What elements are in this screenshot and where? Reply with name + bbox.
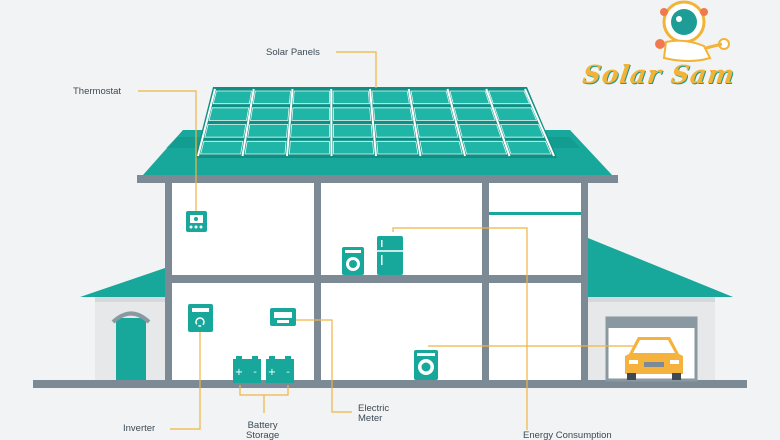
solar-panel-cell bbox=[332, 107, 372, 121]
callout-meter bbox=[296, 319, 352, 413]
solar-panel-cell bbox=[374, 124, 416, 138]
callout-thermostat bbox=[138, 90, 197, 212]
battery-minus-right: - bbox=[286, 367, 290, 378]
thermostat-device bbox=[186, 211, 207, 232]
solar-panel-frame bbox=[446, 88, 466, 157]
solar-panel-frame bbox=[485, 88, 511, 157]
solar-panel-cell bbox=[488, 90, 531, 105]
ground-line bbox=[33, 380, 747, 388]
solar-panel-frame bbox=[241, 88, 255, 157]
label-thermostat: Thermostat bbox=[73, 86, 122, 97]
solar-panel-cell bbox=[376, 140, 419, 155]
battery-plus-left: + bbox=[235, 367, 243, 378]
solar-panel-cell bbox=[373, 107, 413, 121]
washing-machine-lower bbox=[414, 350, 438, 380]
brand-logo-text: Solar Sam bbox=[580, 60, 738, 89]
solar-panel-cell bbox=[291, 107, 330, 121]
mascot-illustration bbox=[655, 0, 730, 62]
solar-panel-cell bbox=[244, 140, 287, 155]
solar-panel-cell bbox=[200, 140, 244, 155]
solar-panel-cell bbox=[252, 90, 291, 105]
solar-panel-cell bbox=[449, 90, 490, 105]
label-battery-line1: Battery bbox=[247, 420, 278, 431]
solar-panel-cell bbox=[505, 140, 552, 155]
solar-panel-array bbox=[195, 87, 557, 158]
solar-panel-cell bbox=[500, 124, 545, 138]
label-battery-line2: Storage bbox=[246, 430, 280, 440]
label-solar-panels: Solar Panels bbox=[266, 47, 320, 58]
solar-panel-cell bbox=[371, 90, 410, 105]
car bbox=[625, 337, 683, 380]
solar-panel-frame bbox=[197, 88, 216, 157]
solar-panel-cell bbox=[333, 140, 375, 155]
solar-panel-cell bbox=[332, 124, 373, 138]
solar-panel-cell bbox=[290, 124, 330, 138]
callout-energy-upper bbox=[392, 227, 528, 430]
solar-panel-cell bbox=[458, 124, 502, 138]
callout-solar bbox=[336, 51, 377, 88]
electric-meter-device bbox=[270, 308, 296, 326]
solar-panel-cell bbox=[332, 90, 370, 105]
solar-panel-cell bbox=[288, 140, 330, 155]
left-annex bbox=[80, 268, 165, 380]
solar-panel-cell bbox=[416, 124, 459, 138]
label-electric-meter: Electric Meter bbox=[358, 404, 389, 424]
battery-storage-device: + - + - bbox=[233, 356, 294, 383]
callout-lines bbox=[138, 51, 651, 430]
solar-panel-cell bbox=[212, 90, 252, 105]
solar-panel-cell bbox=[413, 107, 455, 121]
solar-panel-cell bbox=[419, 140, 463, 155]
label-meter-line2: Meter bbox=[358, 413, 383, 424]
callout-inverter bbox=[170, 332, 201, 430]
solar-panel-frame bbox=[286, 88, 294, 157]
main-house bbox=[137, 175, 618, 380]
solar-panel-cell bbox=[204, 124, 247, 138]
solar-panel-frame bbox=[524, 88, 555, 157]
battery-minus-left: - bbox=[253, 367, 257, 378]
solar-panel-cell bbox=[247, 124, 289, 138]
solar-panel-cell bbox=[494, 107, 538, 121]
label-meter-line1: Electric bbox=[358, 403, 390, 414]
battery-plus-right: + bbox=[268, 367, 276, 378]
solar-panel-cell bbox=[250, 107, 290, 121]
annex-door bbox=[116, 318, 146, 380]
inverter-device bbox=[188, 304, 213, 332]
refrigerator bbox=[377, 236, 403, 275]
solar-panel-cell bbox=[453, 107, 496, 121]
solar-panel-frame bbox=[369, 88, 377, 157]
label-inverter: Inverter bbox=[123, 423, 156, 434]
label-energy-consumption: Energy Consumption bbox=[523, 430, 612, 440]
label-battery-storage: Battery Storage bbox=[246, 421, 279, 440]
solar-panel-cell bbox=[462, 140, 508, 155]
solar-panel-cell bbox=[410, 90, 450, 105]
washing-machine-upper bbox=[342, 247, 364, 275]
solar-panel-cell bbox=[208, 107, 250, 121]
solar-panel-frame bbox=[407, 88, 422, 157]
solar-panel-cell bbox=[292, 90, 330, 105]
